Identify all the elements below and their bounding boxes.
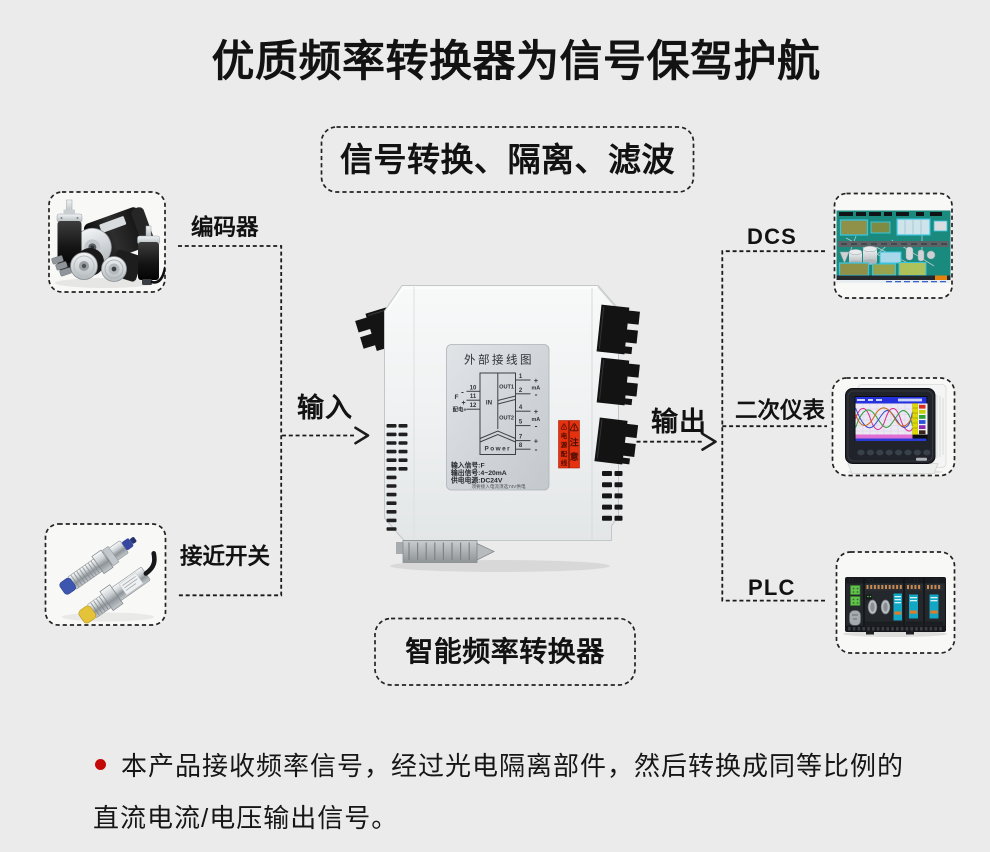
encoder-photo-box bbox=[48, 191, 166, 293]
label-minus-in: - bbox=[461, 388, 464, 397]
recorder-product-image bbox=[845, 384, 947, 475]
connector-right bbox=[721, 250, 827, 602]
caption-pill-border bbox=[374, 617, 636, 686]
label-minus-5: - bbox=[535, 421, 538, 431]
label-out1: OUT1 bbox=[499, 385, 514, 391]
dcs-photo-box bbox=[833, 192, 953, 299]
dcs-label: DCS bbox=[747, 224, 798, 249]
label-t5: 5 bbox=[519, 420, 523, 426]
meter-label: 二次仪表 bbox=[735, 398, 826, 423]
input-arrow bbox=[282, 426, 370, 445]
plc-photo-box bbox=[835, 551, 956, 654]
encoder-product-image bbox=[51, 199, 165, 288]
label-t4: 4 bbox=[519, 405, 523, 411]
module-terminal-right-3 bbox=[594, 417, 639, 465]
label-power: Power bbox=[484, 446, 511, 453]
module-vents-right bbox=[602, 471, 623, 521]
label-ma-2: mA bbox=[532, 417, 541, 423]
label-minus-2: - bbox=[535, 389, 538, 399]
module-terminal-right-1 bbox=[596, 304, 640, 355]
module-din-clip bbox=[396, 540, 495, 563]
output-arrow bbox=[636, 432, 717, 451]
label-minus-8: - bbox=[535, 444, 538, 454]
sticker-wiring: ⚠电源配线 bbox=[561, 422, 568, 467]
label-t11: 11 bbox=[470, 394, 477, 400]
module-terminal-right-2 bbox=[596, 357, 640, 406]
proximity-label: 接近开关 bbox=[180, 543, 271, 569]
label-t12: 12 bbox=[470, 403, 477, 409]
label-t2: 2 bbox=[519, 388, 523, 394]
label-t8: 8 bbox=[519, 443, 523, 449]
label-plus-4: + bbox=[534, 407, 539, 416]
label-t1: 1 bbox=[519, 374, 523, 380]
label-plus-1: + bbox=[534, 376, 539, 385]
footer-line-1: 本产品接收频率信号，经过光电隔离部件，然后转换成同等比例的 bbox=[121, 750, 905, 781]
banner-text: 信号转换、隔离、滤波 bbox=[340, 141, 675, 178]
proximity-photo-box bbox=[44, 523, 167, 626]
label-spec-input: 输入信号:F bbox=[451, 461, 485, 470]
footer-bullet bbox=[95, 759, 106, 770]
recorder-photo-box bbox=[831, 377, 956, 477]
label-in: IN bbox=[486, 400, 493, 407]
proximity-product-image bbox=[59, 537, 157, 624]
module-wiring-label: 外部接线图 bbox=[446, 344, 550, 491]
footer-line-2: 直流电流/电压输出信号。 bbox=[93, 803, 399, 833]
label-t7: 7 bbox=[519, 435, 523, 441]
module-warning-sticker: ⚠注意 ⚠电源配线 bbox=[558, 420, 580, 469]
plc-label: PLC bbox=[748, 575, 796, 600]
dcs-screenshot-image bbox=[836, 210, 951, 283]
encoder-connectors bbox=[51, 255, 72, 277]
page-title: 优质频率转换器为信号保驾护航 bbox=[211, 38, 821, 86]
banner-pill-border bbox=[320, 126, 695, 193]
sticker-caution: ⚠注意 bbox=[570, 422, 579, 462]
output-label: 输出 bbox=[651, 406, 707, 437]
label-plus-in: + bbox=[461, 400, 465, 407]
label-title: 外部接线图 bbox=[464, 353, 534, 367]
label-plus-7: + bbox=[534, 437, 539, 446]
label-out2: OUT2 bbox=[499, 416, 514, 422]
isolator-module-image: 外部接线图 bbox=[355, 285, 640, 572]
connector-left bbox=[178, 245, 283, 597]
label-peidian: 配电+ bbox=[453, 406, 467, 414]
label-spec-output: 输出信号:4~20mA bbox=[451, 468, 507, 477]
encoder-label: 编码器 bbox=[191, 214, 259, 240]
label-spec-power: 供电电源:DC24V bbox=[450, 476, 503, 485]
label-t10: 10 bbox=[470, 385, 477, 391]
label-f: F bbox=[455, 394, 459, 401]
label-ma-1: mA bbox=[532, 386, 541, 392]
module-vents-left bbox=[386, 424, 408, 531]
input-label: 输入 bbox=[297, 393, 353, 423]
plc-product-image bbox=[843, 577, 947, 637]
label-spec-note: 须要接入电流须选74V供电 bbox=[471, 483, 526, 490]
caption-text: 智能频率转换器 bbox=[405, 636, 605, 667]
